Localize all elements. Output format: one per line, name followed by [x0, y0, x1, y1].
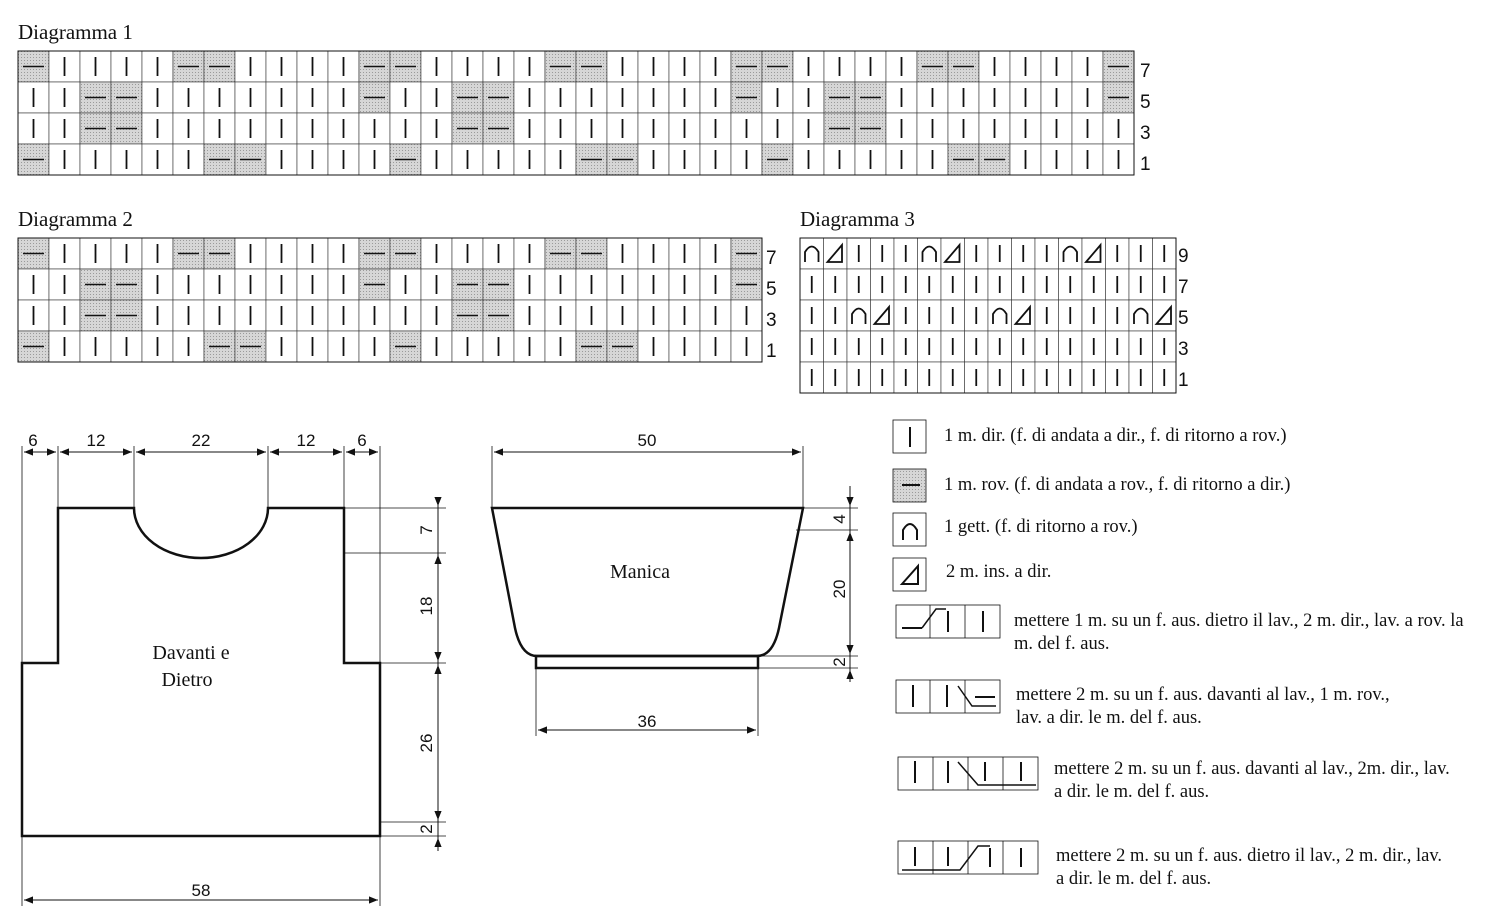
legend-cable-front-knit-icon: [897, 756, 1039, 791]
d3-row-9: 9: [1178, 246, 1189, 267]
legend-symbols: [892, 419, 1039, 875]
legend-cable-back-knit-icon: [897, 840, 1039, 875]
row-numbers: 7 5 3 1 7 5 3 1 9 7 5 3 1: [766, 61, 1189, 391]
d2-row-1: 1: [766, 341, 777, 362]
dim-sleeve-top: 50: [638, 431, 657, 450]
legend-purl-text: 1 m. rov. (f. di andata a rov., f. di ri…: [944, 475, 1291, 495]
legend-yarn-over-text: 1 gett. (f. di ritorno a rov.): [944, 517, 1138, 537]
legend-purl-icon: [892, 468, 927, 503]
dim-shoulder-left: 6: [28, 431, 37, 450]
d3-row-7: 7: [1178, 277, 1189, 298]
d3-row-1: 1: [1178, 370, 1189, 391]
legend-cable-back-purl-icon: [895, 604, 1001, 639]
d1-row-3: 3: [1140, 123, 1151, 144]
dim-sleeve-2: 2: [830, 657, 849, 666]
diagram2-title: Diagramma 2: [18, 207, 133, 231]
diagram2-chart: [17, 237, 763, 363]
body-label-line1: Davanti e: [152, 642, 229, 664]
legend-cable-front-purl-text: mettere 2 m. su un f. aus. davanti al la…: [1016, 685, 1390, 728]
diagram3-title: Diagramma 3: [800, 207, 915, 231]
dim-shoulder-right-2: 12: [297, 431, 316, 450]
d1-row-1: 1: [1140, 154, 1151, 175]
dim-sleeve-4: 4: [830, 514, 849, 523]
legend-cable-front-knit-text: mettere 2 m. su un f. aus. davanti al la…: [1054, 759, 1450, 802]
dim-neck: 22: [192, 431, 211, 450]
d2-row-5: 5: [766, 279, 777, 300]
sleeve-schematic: [490, 446, 858, 736]
body-label: Davanti e Dietro: [152, 642, 229, 691]
diagram1-title: Diagramma 1: [18, 20, 133, 44]
diagram3-chart: [799, 237, 1177, 394]
d1-row-5: 5: [1140, 92, 1151, 113]
dim-side-2: 2: [417, 824, 436, 833]
sleeve-dimensions: 50 36 4 20 2: [638, 431, 849, 731]
dim-side-26: 26: [417, 734, 436, 753]
dim-sleeve-20: 20: [830, 580, 849, 599]
dim-side-18: 18: [417, 597, 436, 616]
body-dimensions: 6 12 22 12 6 58 7 18 26 2: [28, 431, 436, 900]
dim-sleeve-bottom: 36: [638, 712, 657, 731]
d3-row-3: 3: [1178, 339, 1189, 360]
body-schematic: [20, 446, 446, 906]
d2-row-7: 7: [766, 248, 777, 269]
legend-knit-text: 1 m. dir. (f. di andata a dir., f. di ri…: [944, 426, 1287, 446]
d3-row-5: 5: [1178, 308, 1189, 329]
legend-cable-back-knit-text: mettere 2 m. su un f. aus. dietro il lav…: [1056, 846, 1443, 889]
legend-k2tog-text: 2 m. ins. a dir.: [946, 562, 1052, 582]
diagram1-chart: [17, 50, 1135, 176]
body-label-line2: Dietro: [161, 669, 212, 691]
dim-side-7: 7: [417, 525, 436, 534]
legend-cable-front-purl-icon: [895, 679, 1001, 714]
legend-cable-back-purl-text: mettere 1 m. su un f. aus. dietro il lav…: [1014, 611, 1464, 654]
dim-bottom-width: 58: [192, 881, 211, 900]
dim-shoulder-left-2: 12: [87, 431, 106, 450]
sleeve-label: Manica: [610, 561, 670, 583]
d2-row-3: 3: [766, 310, 777, 331]
legend-k2tog-icon: [892, 557, 927, 592]
legend-yarn-over-icon: [892, 512, 927, 547]
legend-knit-icon: [892, 419, 927, 454]
d1-row-7: 7: [1140, 61, 1151, 82]
dim-shoulder-right: 6: [357, 431, 366, 450]
